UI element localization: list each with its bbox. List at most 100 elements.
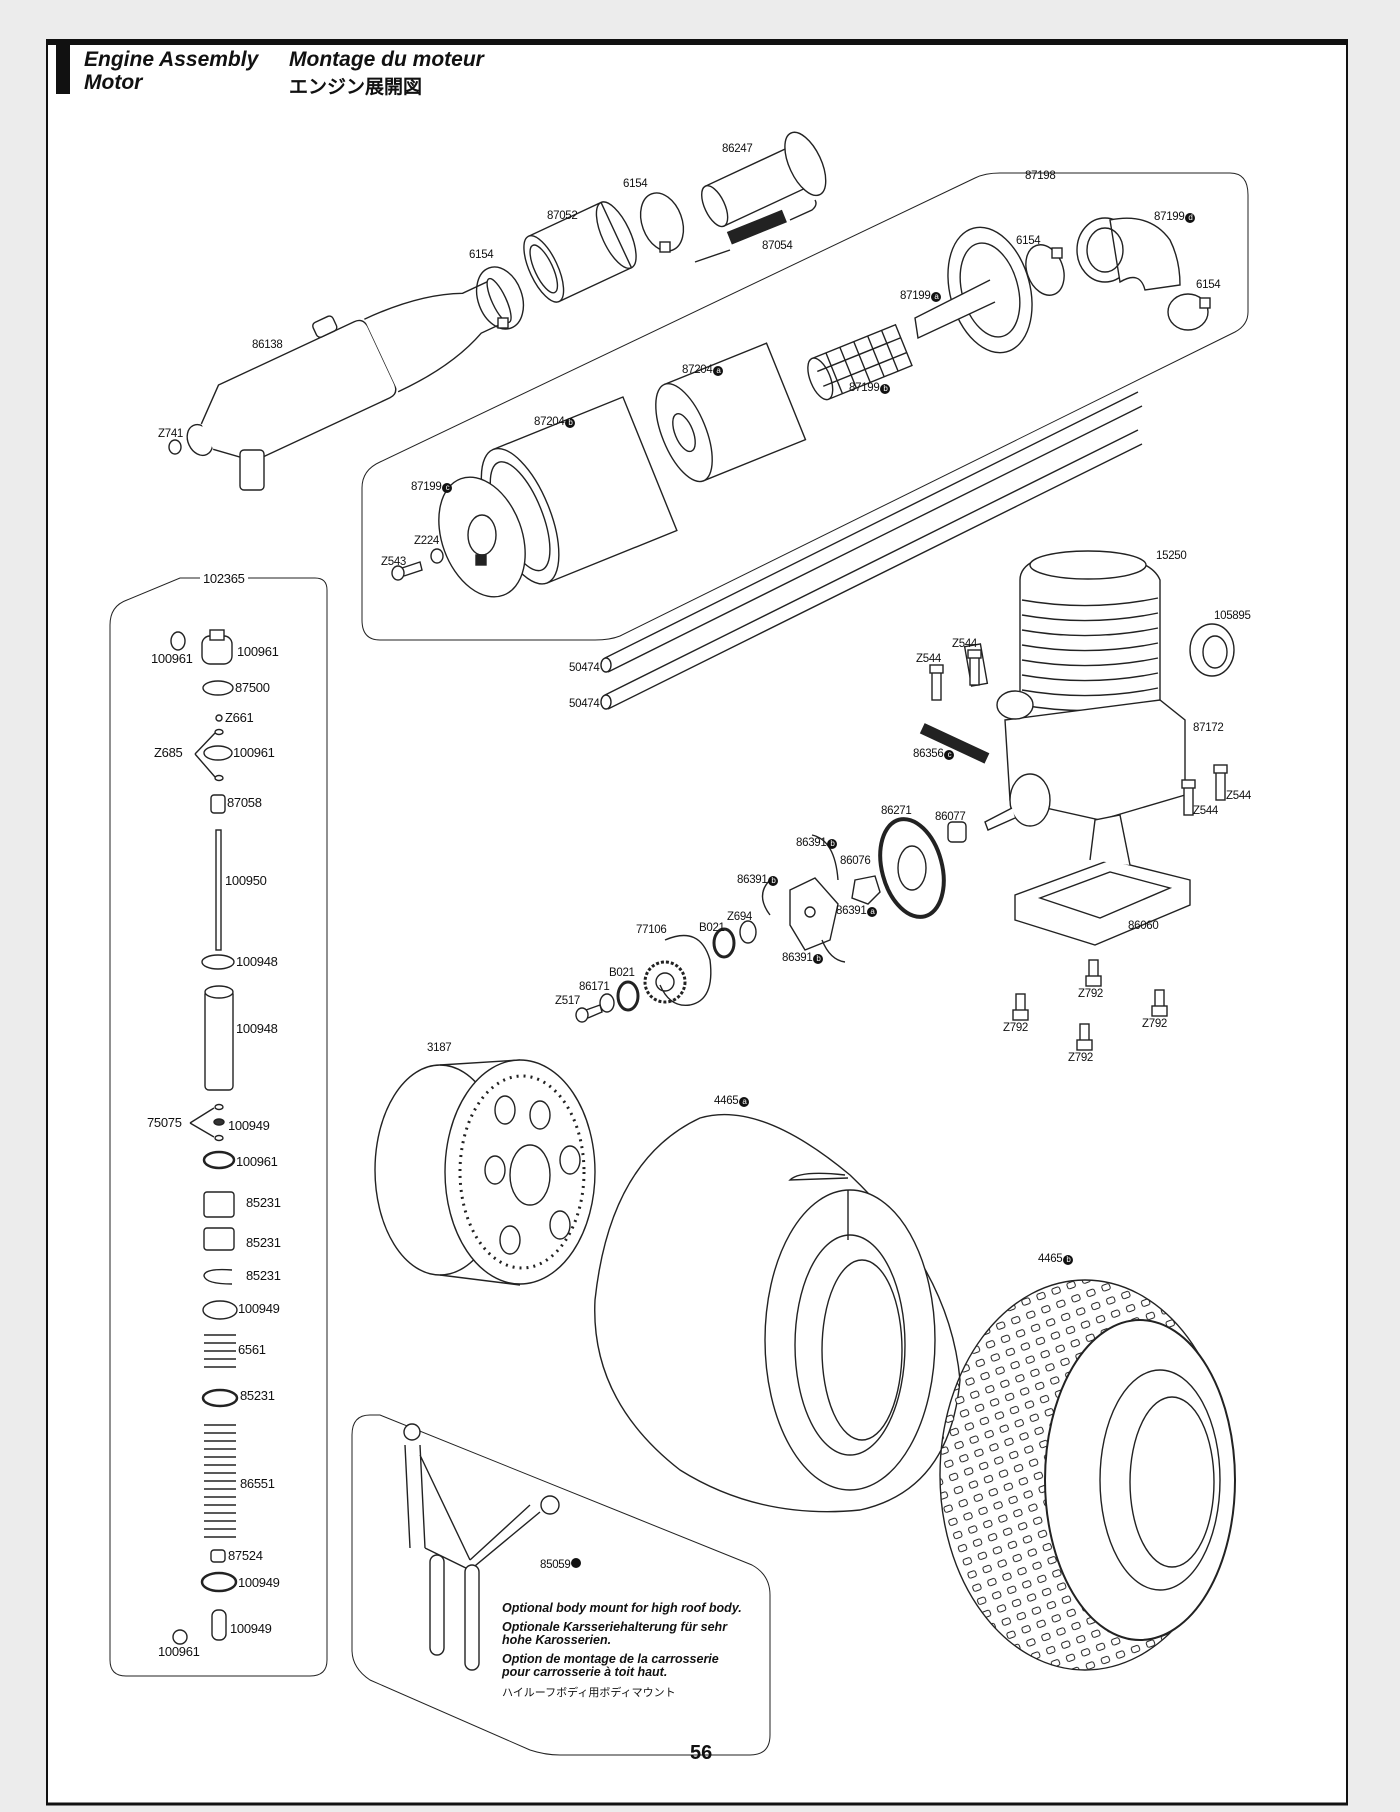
part-number: 87052 xyxy=(547,210,578,222)
option-note-german: Optionale Karsseriehalterung für sehr ho… xyxy=(502,1620,728,1647)
callout: 86076 xyxy=(840,855,871,867)
callout: 86271 xyxy=(881,805,912,817)
callout: 100949 xyxy=(238,1575,280,1590)
callout: 85231 xyxy=(240,1388,275,1403)
callout: 100961 xyxy=(233,745,275,760)
page-number: 56 xyxy=(690,1742,713,1764)
shock-parts xyxy=(170,629,239,1645)
callout: Z661 xyxy=(225,710,254,725)
part-number: 86076 xyxy=(840,855,871,867)
bearing-b021 xyxy=(616,980,640,1012)
callout: Z741 xyxy=(158,428,183,440)
part-number: 87199 xyxy=(849,382,880,394)
engine-15250 xyxy=(963,550,1186,831)
callout: 86077 xyxy=(935,811,966,823)
page-frame xyxy=(46,39,1348,1806)
part-number: Z224 xyxy=(414,535,440,547)
callout: 85231 xyxy=(246,1195,281,1210)
washer-z694 xyxy=(739,920,757,944)
screw-z544 xyxy=(1181,779,1196,816)
callout: 87524 xyxy=(228,1548,263,1563)
callout: 86551 xyxy=(240,1476,275,1491)
part-number: Z792 xyxy=(1078,988,1104,1000)
part-number: Z741 xyxy=(158,428,184,440)
callout: 85231 xyxy=(246,1268,281,1283)
callout: Z544 xyxy=(1226,790,1251,802)
clutch-spring xyxy=(761,879,771,916)
flywheel-86271 xyxy=(878,817,946,919)
part-number: 86356 xyxy=(913,748,944,760)
part-number: 15250 xyxy=(1156,550,1187,562)
tire-insert-4465a xyxy=(594,1113,961,1513)
part-number: 6154 xyxy=(1196,279,1221,291)
callout: Z544 xyxy=(1193,805,1218,817)
part-number: 86077 xyxy=(935,811,966,823)
shock-kit-outline xyxy=(109,577,328,1677)
callout: 105895 xyxy=(1214,610,1251,622)
part-number: Z694 xyxy=(727,911,753,923)
screw-z517 xyxy=(575,1004,603,1023)
part-number: 87199 xyxy=(411,481,442,493)
part-number: 86060 xyxy=(1128,920,1159,932)
muffler-stinger xyxy=(239,449,265,491)
callout: 100949 xyxy=(230,1621,272,1636)
part-number: Z792 xyxy=(1142,1018,1168,1030)
part-number: 87172 xyxy=(1193,722,1224,734)
clutch-bell-77106 xyxy=(643,934,712,1007)
callout: 87500 xyxy=(235,680,270,695)
callout: 85231 xyxy=(246,1235,281,1250)
callout: 87172 xyxy=(1193,722,1224,734)
callout: 86247 xyxy=(722,143,753,155)
part-number: 50474 xyxy=(569,662,600,674)
callout: 100961 xyxy=(237,644,279,659)
variant-badge: a xyxy=(931,292,942,302)
callout: 6154 xyxy=(469,249,494,261)
callout: Z685 xyxy=(154,745,183,760)
variant-badge: b xyxy=(768,876,779,886)
part-number: 85059 xyxy=(540,1559,571,1571)
screw-z544 xyxy=(967,649,982,686)
title-german: Motor xyxy=(84,71,143,94)
part-number: 87199 xyxy=(900,290,931,302)
title-japanese: エンジン展開図 xyxy=(289,77,423,98)
clamp-6154 xyxy=(1167,293,1211,331)
part-number: Z792 xyxy=(1003,1022,1029,1034)
part-number: 6154 xyxy=(1016,235,1041,247)
callout: Z792 xyxy=(1078,988,1103,1000)
part-number: B021 xyxy=(609,967,635,979)
callout: 15250 xyxy=(1156,550,1187,562)
callout: 86060 xyxy=(1128,920,1159,932)
callout: B021 xyxy=(699,922,725,934)
screw-z792 xyxy=(1085,959,1102,987)
title-english: Engine Assembly xyxy=(84,48,259,71)
engine-mount-86060 xyxy=(1014,814,1191,946)
part-number: 86391 xyxy=(796,837,827,849)
callout: 75075 xyxy=(147,1115,182,1130)
variant-badge: b xyxy=(813,954,824,964)
spring-87054 xyxy=(694,199,817,263)
wheel-3187 xyxy=(374,1059,596,1286)
part-number: Z543 xyxy=(381,556,407,568)
variant-badge: a xyxy=(867,907,878,917)
screw-z792 xyxy=(1151,989,1168,1017)
variant-badge: b xyxy=(565,418,576,428)
variant-badge: b xyxy=(880,384,891,394)
air-filter-group-outline xyxy=(361,172,1249,641)
part-number: B021 xyxy=(699,922,725,934)
part-number: Z544 xyxy=(952,638,978,650)
option-box-outline xyxy=(351,1414,771,1756)
part-number: 86171 xyxy=(579,981,610,993)
part-number: 4465 xyxy=(714,1095,739,1107)
clutch-spring xyxy=(821,939,846,963)
part-number: 105895 xyxy=(1214,610,1251,622)
